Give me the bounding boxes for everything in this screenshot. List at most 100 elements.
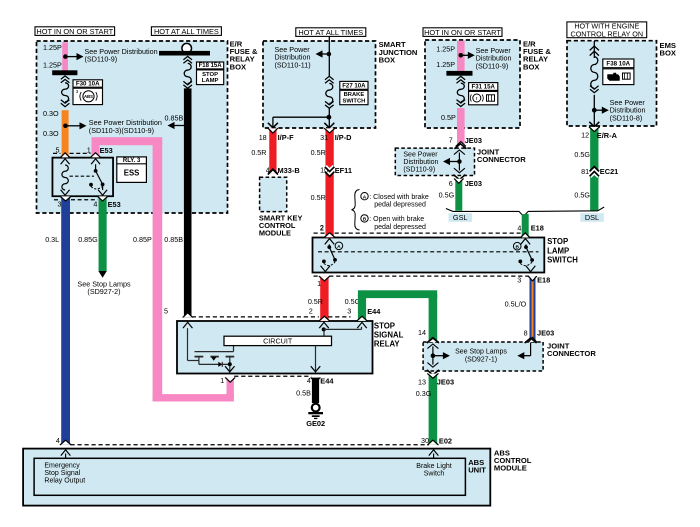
svg-text:Brake Light: Brake Light <box>416 463 451 470</box>
svg-text:STOP: STOP <box>202 72 218 78</box>
svg-text:Stop Signal: Stop Signal <box>44 470 80 477</box>
svg-text:E53: E53 <box>100 146 113 155</box>
svg-text:13: 13 <box>418 377 426 386</box>
svg-text:Switch: Switch <box>424 471 445 478</box>
svg-text:6: 6 <box>449 179 453 188</box>
svg-text:SWITCH: SWITCH <box>342 98 365 104</box>
svg-text:SMART: SMART <box>379 40 406 49</box>
svg-text:STOP: STOP <box>547 237 568 246</box>
svg-text:0.85B: 0.85B <box>164 235 183 244</box>
svg-text:E18: E18 <box>537 276 550 285</box>
svg-text:31: 31 <box>320 133 328 142</box>
svg-text:CIRCUIT: CIRCUIT <box>263 336 293 345</box>
svg-text:0.85G: 0.85G <box>78 235 98 244</box>
svg-text:A: A <box>337 244 341 250</box>
svg-text:E/R: E/R <box>230 40 243 49</box>
svg-text:CONTROL: CONTROL <box>259 221 296 230</box>
svg-text:I/P-D: I/P-D <box>335 133 352 142</box>
svg-text:CONNECTOR: CONNECTOR <box>477 155 526 164</box>
svg-text:See Power: See Power <box>610 98 646 107</box>
svg-text:SMART KEY: SMART KEY <box>259 213 303 222</box>
svg-text:A: A <box>363 194 367 200</box>
svg-text:0.5R: 0.5R <box>308 297 323 306</box>
svg-text:1: 1 <box>220 376 224 385</box>
svg-text:STOP: STOP <box>374 321 395 330</box>
svg-text:4: 4 <box>517 223 521 232</box>
svg-text:JOINT: JOINT <box>547 341 570 350</box>
svg-text:FUSE &: FUSE & <box>523 47 551 56</box>
svg-text:4: 4 <box>93 200 97 209</box>
svg-text:Relay Output: Relay Output <box>44 477 85 484</box>
svg-text:ABS: ABS <box>468 458 484 467</box>
svg-text:MODULE: MODULE <box>259 229 291 238</box>
svg-text:(SD110-8): (SD110-8) <box>610 113 643 122</box>
svg-text:E02: E02 <box>439 436 452 445</box>
svg-text:1: 1 <box>317 279 321 288</box>
svg-text:GE02: GE02 <box>306 419 325 428</box>
svg-text:E/R: E/R <box>523 40 536 49</box>
svg-text:pedal depressed: pedal depressed <box>374 202 426 209</box>
svg-text:4: 4 <box>307 376 311 385</box>
svg-text:Distribution: Distribution <box>610 106 646 115</box>
svg-text:pedal depressed: pedal depressed <box>374 224 426 231</box>
svg-text:B: B <box>515 244 519 250</box>
svg-text:5: 5 <box>164 307 168 316</box>
svg-text:Distribution: Distribution <box>275 53 311 62</box>
svg-text:: Closed with brake: : Closed with brake <box>369 194 429 201</box>
svg-text:0.5G: 0.5G <box>574 150 590 159</box>
svg-text:4: 4 <box>266 166 270 175</box>
svg-text:BOX: BOX <box>230 62 246 71</box>
svg-text:1: 1 <box>87 145 91 154</box>
svg-text:RELAY: RELAY <box>523 55 548 64</box>
svg-text:DSL: DSL <box>585 213 599 222</box>
svg-text:(SD110-9): (SD110-9) <box>403 166 435 173</box>
svg-text:1.25P: 1.25P <box>43 43 62 52</box>
svg-text:(SD110-9): (SD110-9) <box>476 62 509 71</box>
svg-text:SWITCH: SWITCH <box>547 256 578 265</box>
svg-text:0.85P: 0.85P <box>133 235 152 244</box>
svg-text:BRAKE: BRAKE <box>344 92 365 98</box>
svg-text:See Power Distribution: See Power Distribution <box>85 47 158 56</box>
svg-text:2: 2 <box>309 307 313 316</box>
svg-text:CONTROL RELAY ON: CONTROL RELAY ON <box>571 29 644 38</box>
svg-text:0.3G: 0.3G <box>416 389 432 398</box>
svg-text:CONTROL: CONTROL <box>494 456 532 465</box>
svg-text:(SD927-1): (SD927-1) <box>465 356 497 363</box>
svg-text:E53: E53 <box>108 200 121 209</box>
svg-text:RLY. 3: RLY. 3 <box>123 158 141 164</box>
svg-text:ABS: ABS <box>84 94 93 99</box>
svg-text:Distribution: Distribution <box>476 54 512 63</box>
svg-text:3: 3 <box>76 89 79 94</box>
svg-text:See Stop Lamps: See Stop Lamps <box>77 279 131 288</box>
svg-text:0.5L/O: 0.5L/O <box>505 300 527 309</box>
svg-text:FUSE &: FUSE & <box>230 47 258 56</box>
svg-text:HOT AT ALL TIMES: HOT AT ALL TIMES <box>154 27 219 36</box>
svg-text:Distribution: Distribution <box>403 159 438 166</box>
svg-text:3: 3 <box>58 200 62 209</box>
svg-text:See Power: See Power <box>476 46 512 55</box>
svg-text:UNIT: UNIT <box>468 466 486 475</box>
svg-text:: Open with brake: : Open with brake <box>369 216 424 223</box>
svg-text:(SD110-3)(SD110-9): (SD110-3)(SD110-9) <box>89 126 154 135</box>
svg-text:4: 4 <box>56 436 60 445</box>
svg-text:1.25P: 1.25P <box>43 60 62 69</box>
svg-text:See Power: See Power <box>275 45 311 54</box>
svg-text:M33-B: M33-B <box>278 166 300 175</box>
svg-text:BOX: BOX <box>379 55 395 64</box>
svg-text:0.5B: 0.5B <box>296 388 311 397</box>
svg-text:JE03: JE03 <box>465 136 482 145</box>
svg-text:1.25P: 1.25P <box>436 44 455 53</box>
svg-text:EF11: EF11 <box>335 166 352 175</box>
svg-text:JE03: JE03 <box>465 179 482 188</box>
svg-text:EC21: EC21 <box>600 167 619 176</box>
svg-text:See Stop Lamps: See Stop Lamps <box>455 349 507 356</box>
svg-text:E44: E44 <box>367 307 381 316</box>
svg-text:BOX: BOX <box>660 49 676 58</box>
svg-text:2: 2 <box>320 223 324 232</box>
svg-text:F18 15A: F18 15A <box>199 63 223 69</box>
svg-text:0.5R: 0.5R <box>311 148 326 157</box>
svg-text:Emergency: Emergency <box>44 463 80 470</box>
svg-text:LAMP: LAMP <box>547 246 569 255</box>
svg-text:0.5R: 0.5R <box>311 193 326 202</box>
svg-text:ABS: ABS <box>494 448 510 457</box>
